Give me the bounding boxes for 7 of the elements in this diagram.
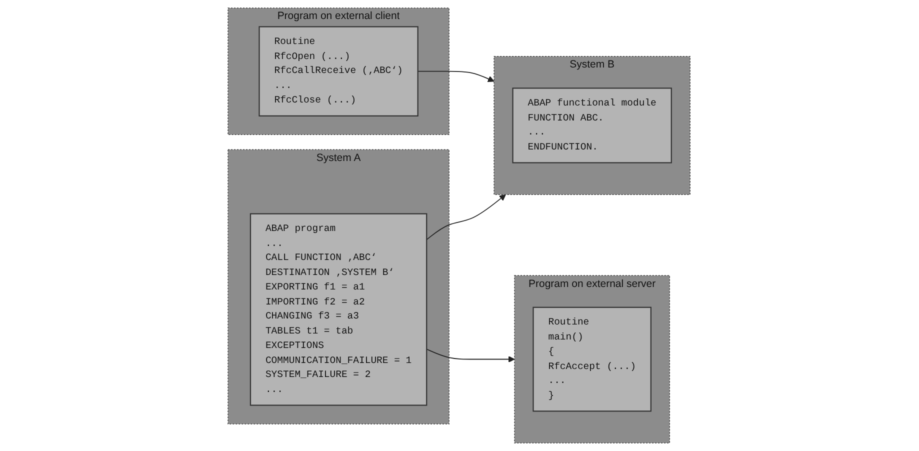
arrow bbox=[418, 70, 495, 82]
node-box: ABAP program ... CALL FUNCTION ‚ABC‘ DESTINATION ‚SYSTEM B‘ EXPORTING f1 = a1 IMPORTING f2 = a2 CHANGING f3 = a3 TABLES t1 = tab EXCEPTIONS COMMUNICATION_FAILURE = 1 SYSTEM_FAILURE = 2 ... bbox=[250, 213, 428, 406]
arrow bbox=[426, 348, 516, 363]
node-box: Routine main() { RfcAccept (...) ... } bbox=[533, 306, 652, 412]
node-box: ABAP functional module FUNCTION ABC. ... ENDFUNCTION. bbox=[512, 88, 672, 164]
node-box: Routine RfcOpen (...) RfcCallReceive (‚ABC‘) ... RfcClose (...) bbox=[259, 26, 419, 116]
arrow bbox=[426, 194, 506, 240]
